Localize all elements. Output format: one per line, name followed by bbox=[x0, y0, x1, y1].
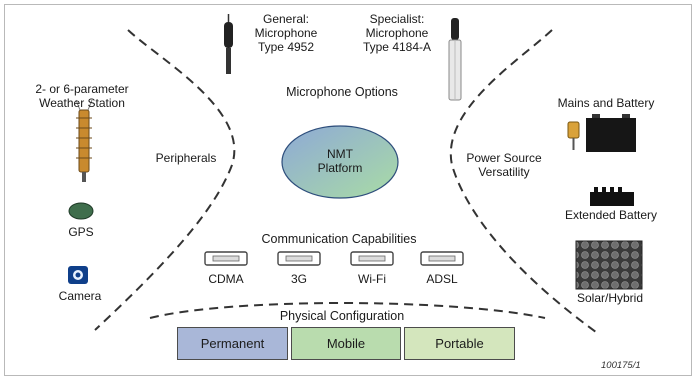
mobile-option: Mobile bbox=[291, 327, 401, 360]
nmt-platform-ellipse bbox=[281, 125, 399, 199]
cdma-module-icon bbox=[204, 251, 248, 266]
camera-icon bbox=[68, 266, 88, 284]
physical-configuration-title: Physical Configuration bbox=[279, 309, 405, 323]
adsl-module-icon bbox=[420, 251, 464, 266]
power-source-label: Power Source Versatility bbox=[466, 151, 542, 179]
solar-panel-icon bbox=[575, 240, 643, 290]
portable-option: Portable bbox=[404, 327, 515, 360]
extended-battery-label: Extended Battery bbox=[564, 208, 658, 222]
3g-module-icon bbox=[277, 251, 321, 266]
wifi-module-icon bbox=[350, 251, 394, 266]
peripherals-label: Peripherals bbox=[155, 151, 217, 165]
wifi-label: Wi-Fi bbox=[358, 272, 386, 286]
3g-label: 3G bbox=[290, 272, 307, 286]
general-microphone-icon bbox=[224, 14, 233, 74]
camera-label: Camera bbox=[58, 289, 102, 303]
communication-title: Communication Capabilities bbox=[261, 232, 417, 246]
weather-station-icon bbox=[75, 99, 93, 182]
figure-number: 100175/1 bbox=[601, 360, 641, 371]
divider-left-curve bbox=[94, 29, 236, 331]
extended-battery-icon bbox=[590, 187, 634, 206]
weather-station-label: 2- or 6-parameter Weather Station bbox=[35, 82, 129, 110]
cdma-label: CDMA bbox=[208, 272, 244, 286]
solar-hybrid-label: Solar/Hybrid bbox=[576, 291, 644, 305]
divider-right-curve bbox=[449, 29, 601, 336]
mains-battery-icon bbox=[567, 114, 636, 152]
adsl-label: ADSL bbox=[426, 272, 458, 286]
permanent-option: Permanent bbox=[177, 327, 288, 360]
nmt-platform-label: NMT Platform bbox=[317, 147, 363, 175]
specialist-microphone-icon bbox=[448, 18, 462, 101]
mains-battery-label: Mains and Battery bbox=[557, 96, 655, 110]
general-microphone-label: General: Microphone Type 4952 bbox=[254, 12, 318, 54]
divider-bottom-arc bbox=[149, 302, 546, 319]
gps-icon bbox=[68, 202, 94, 220]
specialist-microphone-label: Specialist: Microphone Type 4184-A bbox=[362, 12, 432, 54]
gps-label: GPS bbox=[68, 225, 94, 239]
microphone-options-label: Microphone Options bbox=[286, 85, 398, 99]
